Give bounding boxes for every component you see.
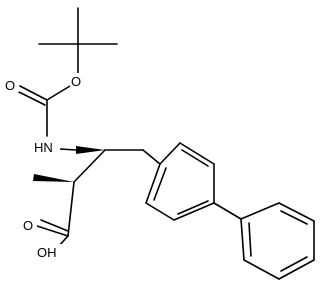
ring2-inner-1: [248, 222, 252, 257]
ring2-bond-a: [240, 218, 245, 261]
atom-labels: O O HN O OH: [3, 73, 86, 260]
ring2-bond-b: [243, 259, 280, 280]
ring1-bond-a: [145, 163, 161, 204]
ring1-inner-1: [153, 167, 167, 201]
ester-oxygen-label: O: [71, 74, 81, 89]
bond-ring-to-ring: [213, 202, 242, 220]
bond-to-carboxyl-carbon: [67, 181, 75, 237]
bond-carbonyl-double-1: [19, 85, 48, 101]
ring2-inner-2: [280, 256, 308, 272]
bond-oxygen-to-carbonyl: [46, 85, 71, 101]
boc-carbamate-group: [16, 85, 71, 137]
bond-ch2-to-ring: [142, 149, 161, 165]
bond-carboxyl-double-1: [36, 225, 69, 237]
amine-nh-label: HN: [34, 140, 53, 155]
ring2-bond-e: [278, 202, 315, 222]
wedge-bond-methyl: [33, 174, 74, 182]
ring1-bond-c: [173, 202, 215, 221]
ring1-bond-f: [159, 142, 181, 165]
bond-carboxyl-double-2: [40, 219, 69, 232]
ring2-bond-f: [240, 202, 280, 220]
ring2-bond-c: [278, 259, 315, 280]
bond-carbonyl-double-2: [16, 90, 46, 106]
ring1-inner-3: [181, 149, 209, 167]
tert-butyl-group: [38, 7, 118, 75]
bond-stereocenter-down: [73, 149, 106, 183]
biphenyl-ring-2: [213, 202, 315, 280]
acid-carbonyl-oxygen-label: O: [23, 218, 33, 233]
carbonyl-oxygen-label: O: [5, 78, 15, 93]
bond-nitrogen-to-stereocenter: [59, 148, 77, 151]
wedge-bond-nh: [76, 146, 105, 154]
ring1-inner-2: [177, 200, 209, 215]
ring2-inner-3: [280, 210, 308, 225]
biphenyl-ring-1: [142, 142, 215, 221]
ring1-bond-e: [179, 142, 215, 165]
main-chain: [33, 146, 144, 248]
hydroxyl-oh-label: OH: [37, 245, 57, 260]
ring1-bond-b: [145, 202, 175, 221]
